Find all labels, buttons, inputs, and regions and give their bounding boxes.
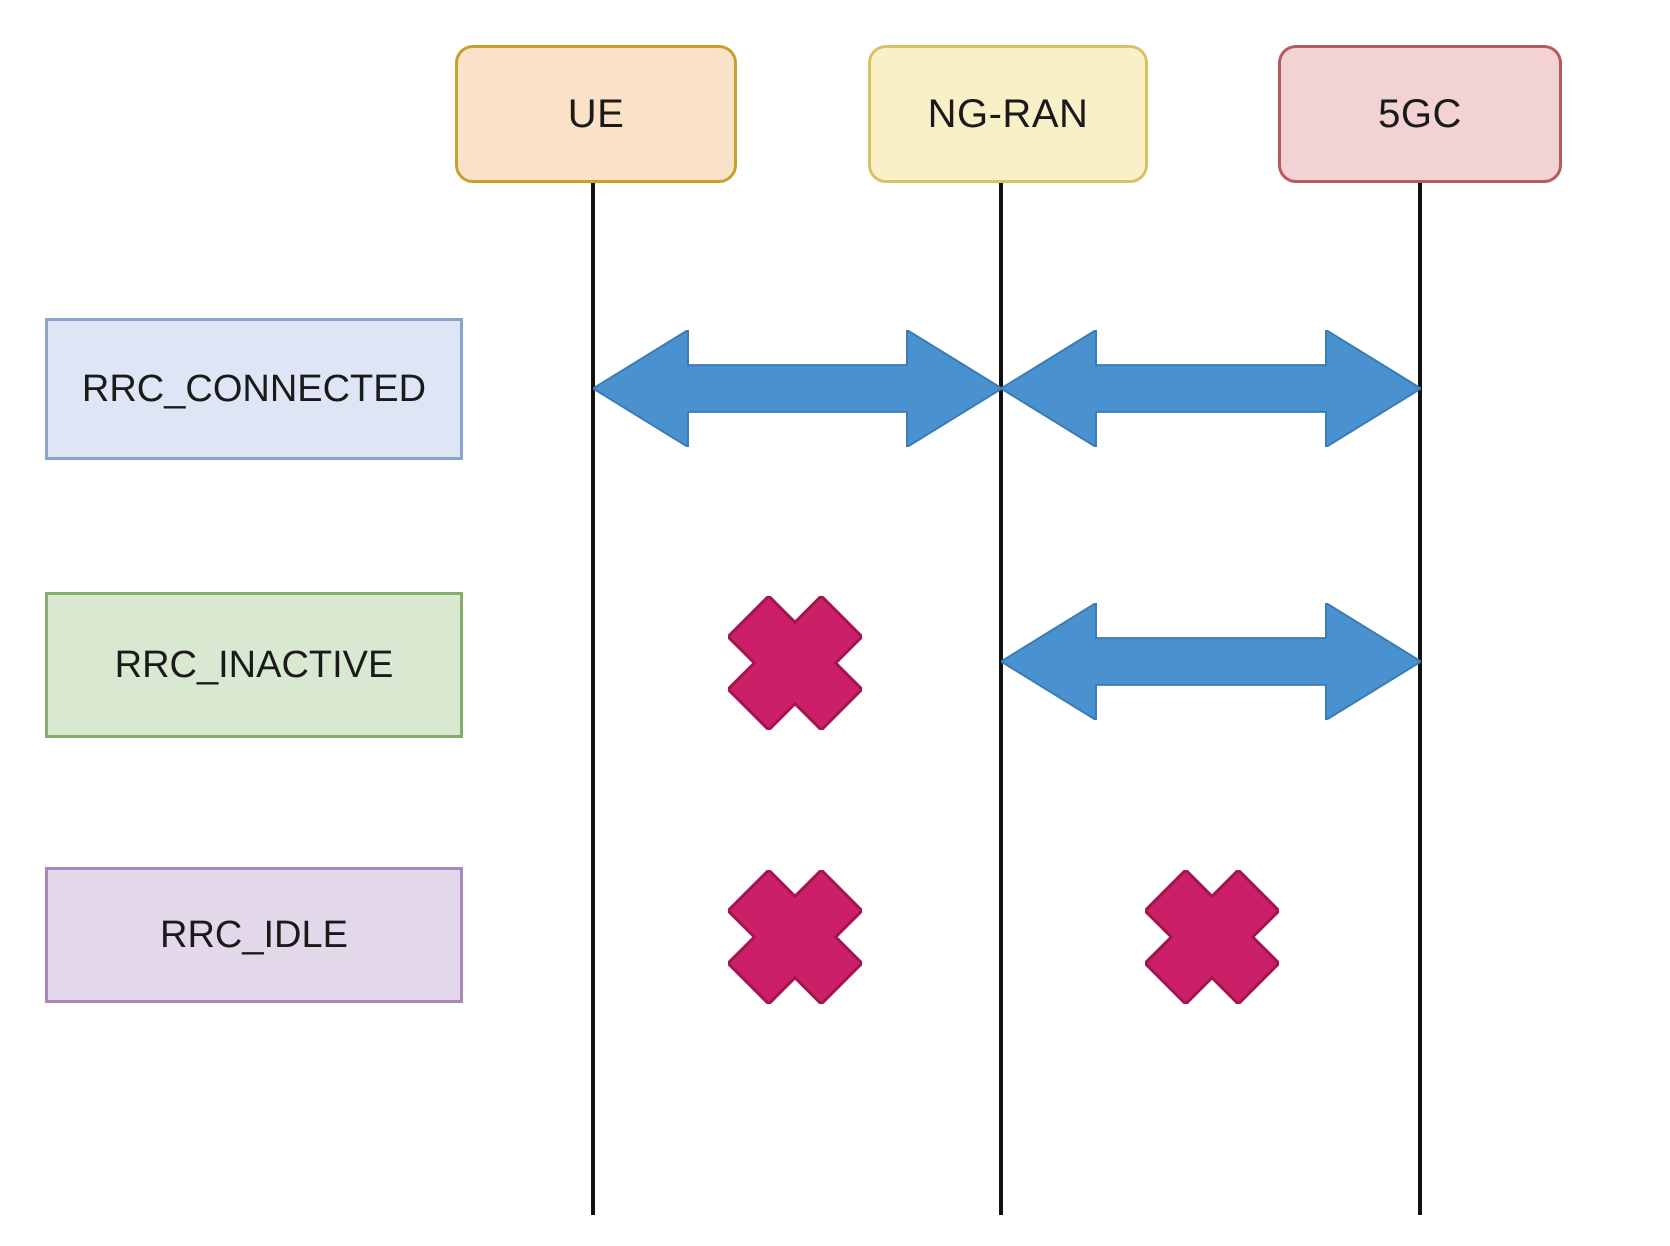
ue-to-ngran-inactive-blocked-x-icon [728,596,862,730]
state-label-text: RRC_INACTIVE [114,643,394,686]
ngran-to-5gc-idle-blocked-x-icon [1145,870,1279,1004]
ngran-to-5gc-connected-arrow [1001,330,1421,447]
lifeline-ue [591,183,595,1215]
state-label-text: RRC_CONNECTED [81,367,427,410]
state-label-rrc-inactive[interactable]: RRC_INACTIVE [45,592,463,738]
ue-to-ngran-idle-blocked-x-icon [728,870,862,1004]
state-label-text: RRC_IDLE [160,913,348,956]
ue-to-ngran-connected-arrow [593,330,1002,447]
actor-box-ngran[interactable]: NG-RAN [868,45,1148,183]
actor-label-5gc: 5GC [1378,91,1462,136]
state-label-rrc-connected[interactable]: RRC_CONNECTED [45,318,463,460]
actor-label-ue: UE [567,91,625,136]
state-label-rrc-idle[interactable]: RRC_IDLE [45,867,463,1003]
actor-label-ngran: NG-RAN [927,91,1089,136]
actor-box-5gc[interactable]: 5GC [1278,45,1562,183]
actor-box-ue[interactable]: UE [455,45,737,183]
lifeline-ngran [999,183,1003,1215]
ngran-to-5gc-inactive-arrow [1001,603,1421,720]
lifeline-5gc [1418,183,1422,1215]
